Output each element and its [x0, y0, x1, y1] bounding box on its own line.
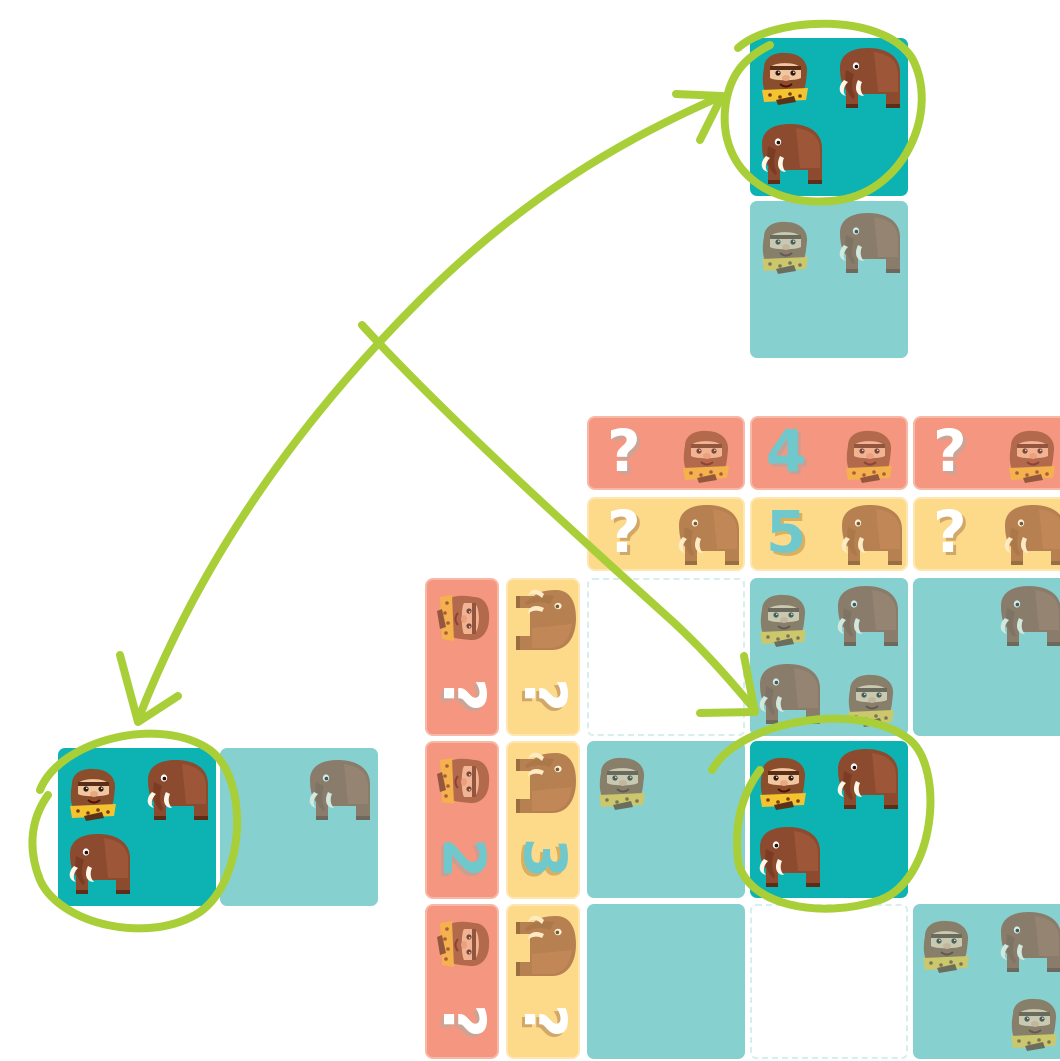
column-clue-mammoth-1: ?: [587, 497, 745, 571]
caveman-icon: [759, 756, 807, 811]
example-tile-light[interactable]: [750, 201, 908, 358]
mammoth-icon: [839, 48, 900, 108]
question-mark-glyph: ?: [511, 678, 579, 712]
grid-cell-r1c1[interactable]: [587, 578, 745, 736]
mammoth-icon: [678, 505, 739, 565]
caveman-icon: [1010, 997, 1058, 1052]
mammoth-icon: [761, 124, 822, 184]
mammoth-icon: [516, 915, 576, 976]
row-clue-caveman-3: ?: [425, 904, 499, 1059]
example-tile-left-light[interactable]: [220, 748, 378, 906]
mammoth-icon: [837, 749, 898, 809]
question-mark-glyph: ?: [607, 498, 641, 566]
caveman-icon: [922, 919, 970, 974]
grid-cell-r2c2[interactable]: [750, 741, 908, 898]
row-clue-caveman-1: ?: [425, 578, 499, 736]
mammoth-icon: [1000, 586, 1060, 646]
column-clue-caveman-1: ?: [587, 416, 745, 490]
mammoth-icon: [759, 827, 820, 887]
mammoth-icon: [309, 760, 370, 820]
caveman-icon: [436, 757, 491, 805]
caveman-icon: [682, 429, 730, 484]
column-clue-mammoth-3: ?: [913, 497, 1060, 571]
row-clue-mammoth-2: 3: [506, 741, 580, 899]
clue-number: 4: [766, 417, 807, 485]
caveman-icon: [845, 429, 893, 484]
row-clue-mammoth-3: ?: [506, 904, 580, 1059]
column-clue-caveman-2: 4: [750, 416, 908, 490]
mammoth-icon: [516, 589, 576, 650]
caveman-icon: [759, 593, 807, 648]
row-clue-mammoth-1: ?: [506, 578, 580, 736]
caveman-icon: [598, 756, 646, 811]
caveman-icon: [847, 673, 895, 728]
mammoth-icon: [147, 760, 208, 820]
mammoth-icon: [1000, 912, 1060, 972]
mammoth-icon: [839, 213, 900, 273]
question-mark-glyph: ?: [430, 1004, 498, 1038]
row-clue-caveman-2: 2: [425, 741, 499, 899]
caveman-icon: [436, 920, 491, 968]
clue-number: 5: [766, 498, 807, 566]
mammoth-icon: [1004, 505, 1060, 565]
question-mark-glyph: ?: [511, 1004, 579, 1038]
mammoth-icon: [841, 505, 902, 565]
column-clue-caveman-3: ?: [913, 416, 1060, 490]
grid-cell-r2c1[interactable]: [587, 741, 745, 898]
question-mark-glyph: ?: [607, 417, 641, 485]
mammoth-icon: [759, 664, 820, 724]
clue-number: 3: [511, 837, 579, 879]
question-mark-glyph: ?: [933, 417, 967, 485]
mammoth-icon: [516, 752, 576, 813]
caveman-icon: [761, 220, 809, 275]
arrow-annotation: [672, 90, 726, 144]
mammoth-icon: [69, 834, 130, 894]
grid-cell-r3c1[interactable]: [587, 904, 745, 1059]
question-mark-glyph: ?: [430, 678, 498, 712]
grid-cell-r3c3[interactable]: [913, 904, 1060, 1059]
example-tile-target[interactable]: [750, 38, 908, 196]
clue-number: 2: [430, 837, 498, 879]
grid-cell-r1c3[interactable]: [913, 578, 1060, 736]
arrow-annotation: [116, 651, 182, 726]
grid-cell-r2c3[interactable]: [913, 741, 1060, 898]
example-tile-left-dark[interactable]: [58, 748, 216, 906]
question-mark-glyph: ?: [933, 498, 967, 566]
column-clue-mammoth-2: 5: [750, 497, 908, 571]
caveman-icon: [436, 594, 491, 642]
caveman-icon: [69, 767, 117, 822]
grid-cell-r1c2[interactable]: [750, 578, 978, 736]
caveman-icon: [761, 51, 809, 106]
caveman-icon: [1008, 429, 1056, 484]
mammoth-icon: [837, 586, 898, 646]
grid-cell-r3c2[interactable]: [750, 904, 908, 1059]
